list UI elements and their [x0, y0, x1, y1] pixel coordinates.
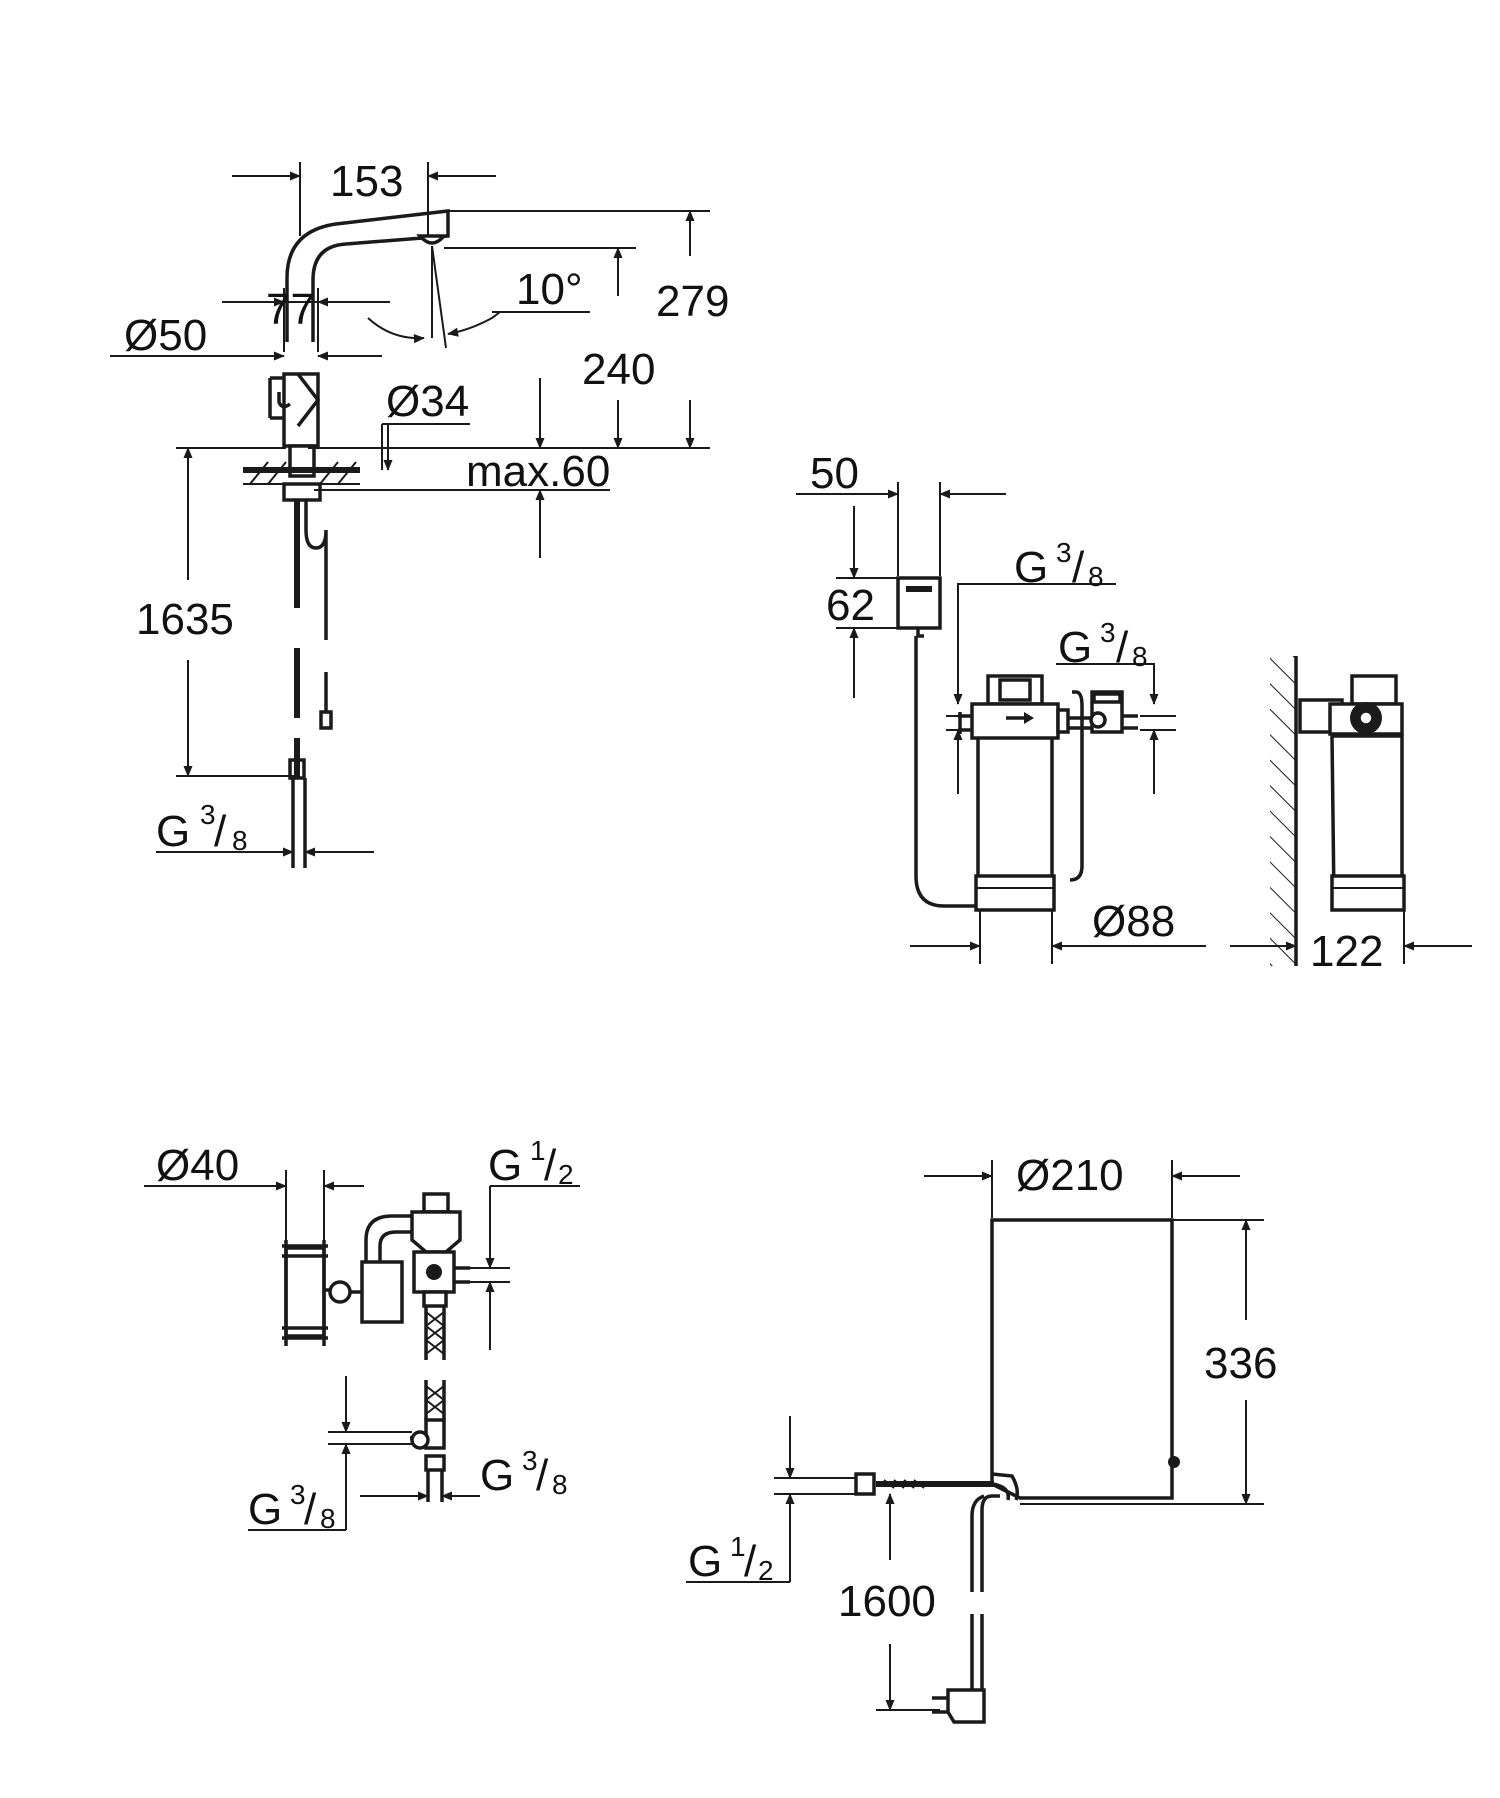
boiler-drawing: Ø210 336 G 1 / 2 1600 — [686, 1151, 1277, 1724]
faucet-height-total-label: 279 — [656, 277, 729, 326]
filter-head-width-label: 50 — [810, 449, 859, 498]
filter-outlet-label: G 3 / 8 — [1014, 537, 1104, 592]
valve-top-connection-label: G 1 / 2 — [488, 1135, 574, 1190]
filter-head-height-label: 62 — [826, 581, 875, 630]
faucet-spout-reach-label: 153 — [330, 157, 403, 206]
filter-diameter-label: Ø88 — [1092, 897, 1175, 946]
svg-text:8: 8 — [552, 1469, 568, 1500]
svg-text:2: 2 — [558, 1159, 574, 1190]
svg-text:8: 8 — [1132, 641, 1148, 672]
faucet-hole-diameter-label: Ø34 — [386, 377, 469, 426]
svg-text:3: 3 — [1056, 537, 1072, 568]
faucet-hose-length-label: 1635 — [136, 595, 234, 644]
filter-drawing: 50 62 G 3 / 8 G 3 / 8 Ø88 122 — [796, 449, 1472, 976]
boiler-diameter-label: Ø210 — [1016, 1151, 1124, 1200]
faucet-body-width-label: 77 — [266, 285, 315, 334]
svg-text:3: 3 — [200, 799, 216, 830]
svg-text:8: 8 — [320, 1503, 336, 1534]
svg-text:3: 3 — [1100, 617, 1116, 648]
svg-text:/: / — [744, 1537, 757, 1586]
svg-text:/: / — [1072, 543, 1085, 592]
svg-text:G: G — [480, 1451, 514, 1500]
svg-text:/: / — [536, 1451, 549, 1500]
svg-text:G: G — [1058, 623, 1092, 672]
svg-text:3: 3 — [522, 1445, 538, 1476]
faucet-spout-height-label: 240 — [582, 345, 655, 394]
faucet-drawing: 153 279 10° 240 77 Ø50 Ø34 max.60 1635 G… — [110, 157, 729, 868]
boiler-cable-length-label: 1600 — [838, 1577, 936, 1626]
valve-right-connection-label: G 3 / 8 — [480, 1445, 568, 1500]
valve-drawing: Ø40 G 1 / 2 G 3 / 8 G 3 / 8 — [144, 1135, 580, 1534]
svg-text:G: G — [156, 807, 190, 856]
faucet-base-diameter-label: Ø50 — [124, 311, 207, 360]
svg-text:G: G — [1014, 543, 1048, 592]
faucet-swivel-angle-label: 10° — [516, 265, 583, 314]
svg-text:8: 8 — [1088, 561, 1104, 592]
svg-text:G: G — [688, 1537, 722, 1586]
filter-wall-depth-label: 122 — [1310, 927, 1383, 976]
filter-inlet-label: G 3 / 8 — [1058, 617, 1148, 672]
svg-text:/: / — [304, 1485, 317, 1534]
svg-text:G: G — [488, 1141, 522, 1190]
faucet-max-countertop-label: max.60 — [466, 447, 610, 496]
valve-left-connection-label: G 3 / 8 — [248, 1479, 336, 1534]
svg-text:1: 1 — [530, 1135, 546, 1166]
faucet-connection-label: G 3 / 8 — [156, 799, 248, 856]
svg-text:G: G — [248, 1485, 282, 1534]
svg-text:/: / — [544, 1141, 557, 1190]
svg-text:/: / — [214, 807, 227, 856]
svg-text:3: 3 — [290, 1479, 306, 1510]
svg-text:/: / — [1116, 623, 1129, 672]
svg-text:1: 1 — [730, 1531, 746, 1562]
svg-text:2: 2 — [758, 1555, 774, 1586]
boiler-connection-label: G 1 / 2 — [688, 1531, 774, 1586]
valve-diameter-label: Ø40 — [156, 1141, 239, 1190]
svg-text:8: 8 — [232, 825, 248, 856]
boiler-height-label: 336 — [1204, 1339, 1277, 1388]
